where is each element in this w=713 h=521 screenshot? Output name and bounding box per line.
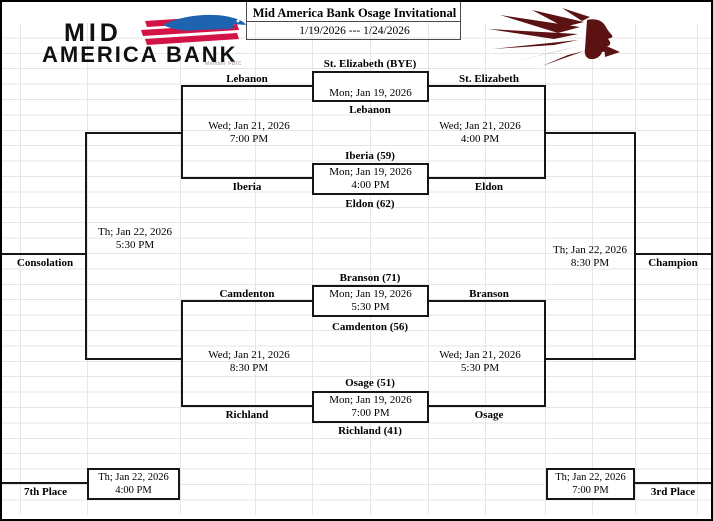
left-semifinal-top-datetime: Wed; Jan 21, 2026 7:00 PM bbox=[189, 120, 309, 146]
connector-left-final bbox=[85, 132, 87, 360]
grid-col bbox=[20, 23, 21, 515]
right-semifinal-bottom-datetime: Wed; Jan 21, 2026 5:30 PM bbox=[420, 349, 540, 375]
line-seventh-place bbox=[2, 482, 87, 484]
right-semifinal-top-datetime: Wed; Jan 21, 2026 4:00 PM bbox=[420, 120, 540, 146]
game1-box: Mon; Jan 19, 2026 bbox=[312, 71, 429, 102]
line-lebanon bbox=[182, 85, 312, 87]
line-eldon bbox=[429, 177, 546, 179]
grid-col bbox=[697, 23, 698, 515]
game4-date: Mon; Jan 19, 2026 bbox=[329, 394, 412, 406]
game3-box: Mon; Jan 19, 2026 5:30 PM bbox=[312, 285, 429, 317]
connector-right-final bbox=[634, 132, 636, 360]
game2-team-below: Eldon (62) bbox=[345, 198, 395, 210]
line-right-semifinal-top-winner bbox=[545, 132, 636, 134]
right-semifinal-bottom-date: Wed; Jan 21, 2026 bbox=[439, 349, 521, 361]
line-champion bbox=[635, 253, 711, 255]
game2-time: 4:00 PM bbox=[351, 179, 390, 191]
left-final-datetime: Th; Jan 22, 2026 5:30 PM bbox=[75, 226, 195, 252]
title-box-right-border bbox=[460, 2, 461, 39]
line-osage bbox=[429, 405, 546, 407]
bank-logo-member-fdic-text: Member FDIC bbox=[205, 61, 242, 67]
game1-date: Mon; Jan 19, 2026 bbox=[329, 86, 412, 99]
game4-box: Mon; Jan 19, 2026 7:00 PM bbox=[312, 391, 429, 423]
bank-logo-america-bank-text: AMERICA BANK bbox=[42, 42, 238, 67]
game2-box: Mon; Jan 19, 2026 4:00 PM bbox=[312, 163, 429, 195]
line-camdenton bbox=[182, 300, 312, 302]
grid-col bbox=[255, 23, 256, 515]
line-right-semifinal-bottom-winner bbox=[545, 358, 636, 360]
connector-right-bottom bbox=[544, 300, 546, 407]
game2-team-above: Iberia (59) bbox=[345, 150, 395, 162]
third-place-box: Th; Jan 22, 2026 7:00 PM bbox=[546, 468, 635, 500]
title-box-mid-border bbox=[246, 21, 461, 22]
seventh-place-label: 7th Place bbox=[23, 486, 68, 498]
connector-left-bottom bbox=[181, 300, 183, 407]
left-team-richland: Richland bbox=[225, 409, 269, 421]
game3-team-above: Branson (71) bbox=[339, 272, 401, 284]
game4-team-above: Osage (51) bbox=[345, 377, 395, 389]
grid-col bbox=[592, 23, 593, 515]
right-final-date: Th; Jan 22, 2026 bbox=[553, 244, 627, 256]
grid-col bbox=[180, 23, 181, 515]
title-box-bottom-border bbox=[246, 39, 461, 40]
game4-team-below: Richland (41) bbox=[338, 425, 402, 437]
connector-left-top bbox=[181, 85, 183, 179]
consolation-label: Consolation bbox=[16, 257, 74, 269]
line-iberia bbox=[182, 177, 312, 179]
grid-col bbox=[485, 23, 486, 515]
grid-col bbox=[370, 23, 371, 515]
left-final-date: Th; Jan 22, 2026 bbox=[98, 226, 172, 238]
left-final-time: 5:30 PM bbox=[115, 239, 155, 251]
right-final-time: 8:30 PM bbox=[570, 257, 610, 269]
seventh-place-time: 4:00 PM bbox=[115, 485, 152, 496]
page-title: Mid America Bank Osage Invitational bbox=[252, 6, 457, 20]
seventh-place-box: Th; Jan 22, 2026 4:00 PM bbox=[87, 468, 180, 500]
right-semifinal-top-date: Wed; Jan 21, 2026 bbox=[439, 120, 521, 132]
game2-date: Mon; Jan 19, 2026 bbox=[329, 166, 412, 178]
left-semifinal-bottom-time: 8:30 PM bbox=[229, 362, 269, 374]
third-place-time: 7:00 PM bbox=[572, 485, 609, 496]
game3-time: 5:30 PM bbox=[351, 301, 390, 313]
bank-logo-mid-text: MID bbox=[64, 19, 122, 47]
left-team-lebanon: Lebanon bbox=[226, 73, 268, 85]
right-team-osage: Osage bbox=[474, 409, 504, 421]
left-team-camdenton: Camdenton bbox=[219, 288, 275, 300]
game1-team-above: St. Elizabeth (BYE) bbox=[323, 58, 417, 70]
line-left-semifinal-bottom-winner bbox=[86, 358, 182, 360]
bank-logo: MID AMERICA BANK Member FDIC bbox=[42, 12, 254, 70]
title-box-left-border bbox=[246, 2, 247, 39]
chief-head-icon bbox=[488, 8, 620, 66]
line-stelizabeth bbox=[429, 85, 546, 87]
grid-col bbox=[428, 23, 429, 515]
grid-col bbox=[545, 23, 546, 515]
left-semifinal-top-date: Wed; Jan 21, 2026 bbox=[208, 120, 290, 132]
third-place-date: Th; Jan 22, 2026 bbox=[555, 472, 626, 483]
game3-date: Mon; Jan 19, 2026 bbox=[329, 288, 412, 300]
line-consolation bbox=[2, 253, 86, 255]
third-place-label: 3rd Place bbox=[650, 486, 696, 498]
right-team-branson: Branson bbox=[469, 288, 509, 300]
grid-col bbox=[312, 23, 313, 515]
right-team-eldon: Eldon bbox=[474, 181, 504, 193]
left-semifinal-bottom-date: Wed; Jan 21, 2026 bbox=[208, 349, 290, 361]
right-semifinal-top-time: 4:00 PM bbox=[460, 133, 500, 145]
left-semifinal-bottom-datetime: Wed; Jan 21, 2026 8:30 PM bbox=[189, 349, 309, 375]
line-left-semifinal-top-winner bbox=[86, 132, 182, 134]
game4-time: 7:00 PM bbox=[351, 407, 390, 419]
right-final-datetime: Th; Jan 22, 2026 8:30 PM bbox=[530, 244, 650, 270]
champion-label: Champion bbox=[648, 257, 698, 269]
line-branson bbox=[429, 300, 546, 302]
game3-team-below: Camdenton (56) bbox=[331, 321, 409, 333]
game1-team-below: Lebanon bbox=[349, 104, 391, 116]
line-richland bbox=[182, 405, 312, 407]
seventh-place-date: Th; Jan 22, 2026 bbox=[98, 472, 169, 483]
date-range: 1/19/2026 --- 1/24/2026 bbox=[299, 25, 410, 37]
right-team-stelizabeth: St. Elizabeth bbox=[459, 73, 519, 85]
line-third-place bbox=[635, 482, 711, 484]
left-team-iberia: Iberia bbox=[232, 181, 262, 193]
bank-flag-eagle-icon bbox=[141, 14, 246, 45]
right-semifinal-bottom-time: 5:30 PM bbox=[460, 362, 500, 374]
left-semifinal-top-time: 7:00 PM bbox=[229, 133, 269, 145]
grid-col bbox=[87, 23, 88, 515]
